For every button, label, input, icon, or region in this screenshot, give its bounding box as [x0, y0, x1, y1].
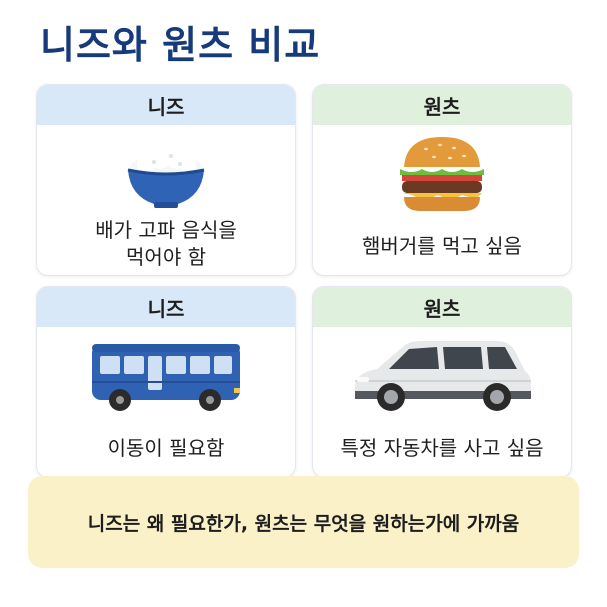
- card-description-line1: 배가 고파 음식을: [95, 218, 237, 242]
- card-header: 니즈: [37, 287, 295, 327]
- card-header: 원츠: [313, 287, 571, 327]
- suv-car-icon: [313, 331, 571, 421]
- hamburger-icon: [313, 129, 571, 219]
- card-description: 특정 자동차를 사고 싶음: [340, 436, 544, 460]
- needs-food-card: 니즈 배가 고파 음식을 먹어야 함: [36, 84, 296, 276]
- bus-icon: [37, 331, 295, 421]
- page-title: 니즈와 원츠 비교: [40, 23, 321, 67]
- wants-food-card: 원츠 햄버거를 먹고 싶음: [312, 84, 572, 276]
- card-description: 이동이 필요함: [107, 436, 225, 460]
- card-description: 햄버거를 먹고 싶음: [362, 234, 522, 258]
- card-header: 니즈: [37, 85, 295, 125]
- wants-transport-card: 원츠 특정 자동차를 사고 싶음: [312, 286, 572, 478]
- card-description: 배가 고파 음식을 먹어야 함: [37, 217, 295, 271]
- card-header: 원츠: [313, 85, 571, 125]
- card-description-line2: 먹어야 함: [126, 245, 206, 269]
- rice-bowl-icon: [37, 129, 295, 219]
- summary-banner: 니즈는 왜 필요한가, 원츠는 무엇을 원하는가에 가까움: [28, 476, 579, 568]
- needs-transport-card: 니즈 이동이 필요함: [36, 286, 296, 478]
